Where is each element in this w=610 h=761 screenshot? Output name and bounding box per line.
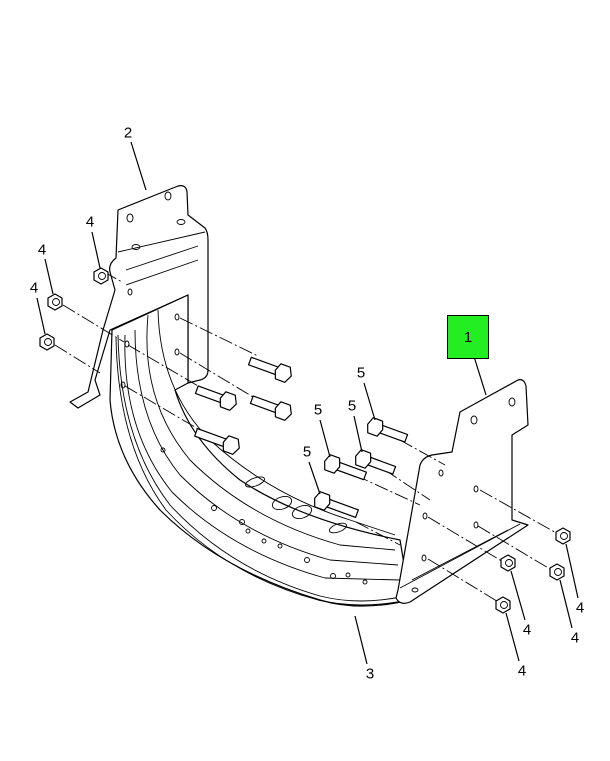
- callout-label: 1: [463, 328, 473, 346]
- callout-4[interactable]: 4: [85, 213, 95, 231]
- bolts: [194, 356, 409, 518]
- left-bracket-part: [69, 185, 209, 409]
- assembly-axis-lines: [54, 271, 561, 604]
- callout-4[interactable]: 4: [575, 599, 585, 617]
- right-bracket-part: [395, 379, 529, 604]
- callout-4[interactable]: 4: [37, 241, 47, 259]
- leader-lines: [36, 141, 579, 665]
- callout-1-highlighted[interactable]: 1: [447, 315, 489, 359]
- callout-3[interactable]: 3: [365, 665, 375, 683]
- nuts: [39, 267, 571, 614]
- callout-4[interactable]: 4: [517, 662, 527, 680]
- callout-5[interactable]: 5: [356, 364, 366, 382]
- callout-2[interactable]: 2: [123, 124, 133, 142]
- callout-5[interactable]: 5: [313, 401, 323, 419]
- callout-4[interactable]: 4: [522, 621, 532, 639]
- callout-4[interactable]: 4: [29, 279, 39, 297]
- callout-5[interactable]: 5: [347, 397, 357, 415]
- callout-4[interactable]: 4: [570, 629, 580, 647]
- curved-support-part: [109, 294, 411, 607]
- callout-5[interactable]: 5: [302, 443, 312, 461]
